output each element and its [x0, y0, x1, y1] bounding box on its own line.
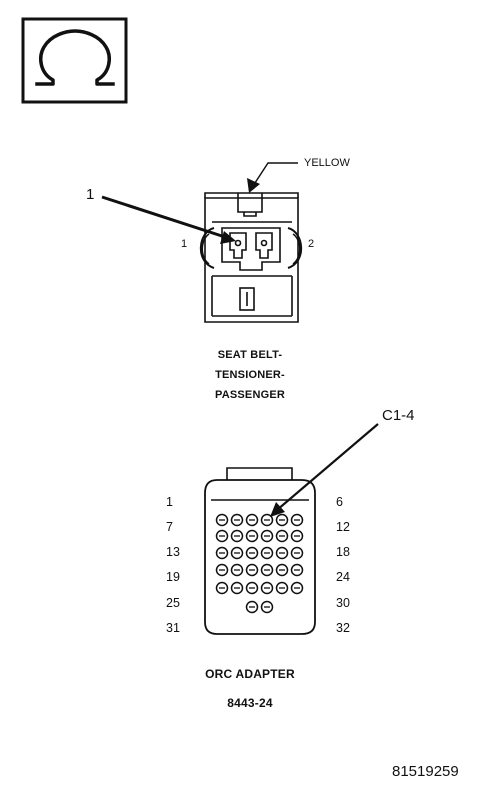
orc-adapter-connector	[204, 467, 316, 635]
row-label-right: 18	[336, 545, 350, 559]
row-label-left: 1	[166, 495, 173, 509]
seat-belt-tensioner-connector	[199, 192, 303, 323]
tensioner-caption-line-1: SEAT BELT-	[217, 349, 283, 361]
tensioner-pin-2-label: 2	[308, 238, 315, 250]
tensioner-pin-1-label: 1	[181, 238, 188, 250]
tensioner-caption-line-2: TENSIONER-	[215, 369, 285, 381]
orc-adapter-caption-line-1: ORC ADAPTER	[205, 667, 295, 681]
row-label-right: 6	[336, 495, 343, 509]
callout-c1-4-arrow	[270, 423, 379, 517]
row-label-left: 25	[166, 596, 180, 610]
row-label-right: 12	[336, 520, 350, 534]
tensioner-caption-line-3: PASSENGER	[214, 389, 286, 401]
orc-adapter-caption-line-2: 8443-24	[227, 696, 273, 710]
yellow-wire-label: YELLOW	[304, 157, 350, 169]
orc-adapter-pin-grid	[215, 513, 304, 614]
callout-1-label: 1	[86, 186, 95, 203]
figure-id: 81519259	[392, 763, 459, 780]
row-label-left: 31	[166, 621, 180, 635]
row-label-left: 19	[166, 570, 180, 584]
row-label-right: 30	[336, 596, 350, 610]
ohm-icon	[21, 17, 128, 104]
callout-c1-4-label: C1-4	[382, 407, 415, 424]
row-label-right: 32	[336, 621, 350, 635]
callout-1-arrow	[101, 195, 236, 244]
yellow-leader-arrow	[247, 162, 298, 193]
row-label-right: 24	[336, 570, 350, 584]
row-label-left: 13	[166, 545, 180, 559]
row-label-left: 7	[166, 520, 173, 534]
